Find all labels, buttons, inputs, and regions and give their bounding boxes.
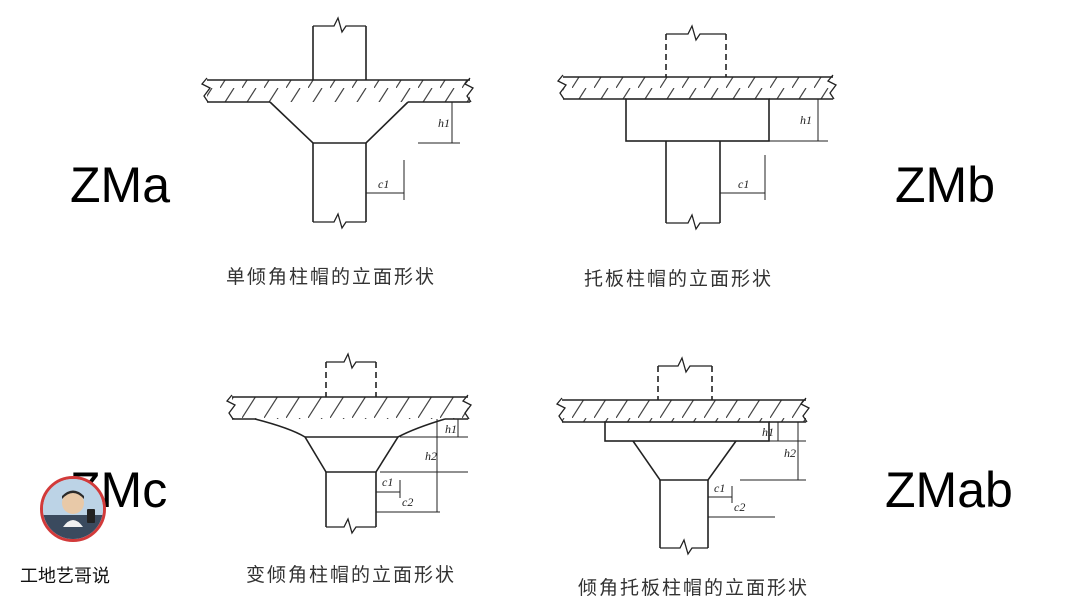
label-zmab: ZMab [885,462,1013,518]
dim-c1: c1 [738,177,749,191]
dim-h2: h2 [784,446,796,460]
watermark-text: 工地艺哥说 [20,566,110,587]
caption-zmab: 倾角托板柱帽的立面形状 [578,577,810,599]
cap-outline [625,98,770,142]
cap-outline [632,440,737,481]
slab-hatch [562,400,806,422]
slab-hatch [563,77,833,99]
dim-h1: h1 [762,425,774,439]
dim-c2: c2 [402,495,413,509]
slab-hatch [232,397,468,419]
figure-zma: h1 c1 [200,16,474,230]
dim-h2: h2 [425,449,437,463]
figure-zmb: h1 c1 [556,24,837,231]
dim-c1: c1 [382,475,393,489]
caption-zmb: 托板柱帽的立面形状 [584,268,774,290]
break-mark [200,77,211,103]
dim-h1: h1 [438,116,450,130]
dim-c1: c1 [714,481,725,495]
cap-outline [254,418,446,473]
figure-zmc: h1 h2 c1 c2 [225,352,472,535]
label-zmb: ZMb [895,157,995,213]
cap-outline [269,101,409,144]
dim-h1: h1 [800,113,812,127]
avatar-icon [40,476,106,542]
dim-c2: c2 [734,500,745,514]
dim-c1: c1 [378,177,389,191]
dim-h1: h1 [445,422,457,436]
slab-hatch [207,80,470,102]
caption-zmc: 变倾角柱帽的立面形状 [246,564,457,586]
drop-panel [604,421,770,442]
label-zma: ZMa [70,157,170,213]
figure-zmab: h1 h2 c1 c2 [555,356,810,556]
caption-zma: 单倾角柱帽的立面形状 [226,266,437,288]
